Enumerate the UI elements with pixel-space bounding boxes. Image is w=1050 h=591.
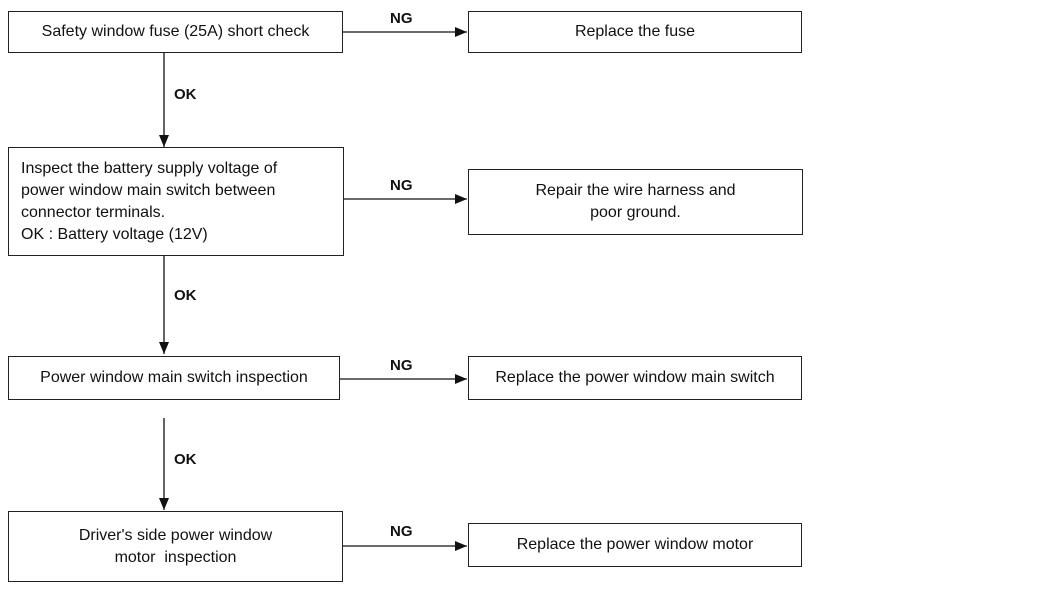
action-text-line: poor ground.: [590, 204, 681, 221]
ok-label: OK: [174, 451, 197, 468]
ok-label: OK: [174, 86, 197, 103]
action-box-replace-motor: Replace the power window motor: [468, 523, 802, 567]
check-box-window-motor: Driver's side power window motor inspect…: [8, 511, 343, 582]
check-text-line: power window main switch between: [21, 181, 276, 199]
action-text-line: Repair the wire harness and: [535, 182, 736, 199]
ng-label: NG: [390, 10, 413, 27]
check-text-line: Driver's side power window: [78, 526, 273, 544]
check-text-line: OK : Battery voltage (12V): [21, 225, 208, 243]
action-text-line: Replace the fuse: [574, 23, 696, 40]
check-box-battery-voltage: Inspect the battery supply voltage of po…: [8, 147, 344, 256]
check-text-line: Inspect the battery supply voltage of: [21, 159, 278, 177]
check-text-line: Safety window fuse (25A) short check: [41, 23, 310, 40]
ng-label: NG: [390, 523, 413, 540]
action-text-line: Replace the power window main switch: [495, 369, 775, 386]
action-box-repair-harness: Repair the wire harness and poor ground.: [468, 169, 803, 235]
check-text-line: Power window main switch inspection: [40, 369, 308, 386]
action-box-replace-fuse: Replace the fuse: [468, 11, 802, 53]
check-text-line: connector terminals.: [21, 203, 166, 221]
check-text-line: motor inspection: [114, 548, 237, 566]
ng-label: NG: [390, 357, 413, 374]
action-text-line: Replace the power window motor: [516, 536, 754, 553]
check-box-main-switch: Power window main switch inspection: [8, 356, 340, 400]
check-box-fuse: Safety window fuse (25A) short check: [8, 11, 343, 53]
ok-label: OK: [174, 287, 197, 304]
action-box-replace-main-switch: Replace the power window main switch: [468, 356, 802, 400]
ng-label: NG: [390, 177, 413, 194]
